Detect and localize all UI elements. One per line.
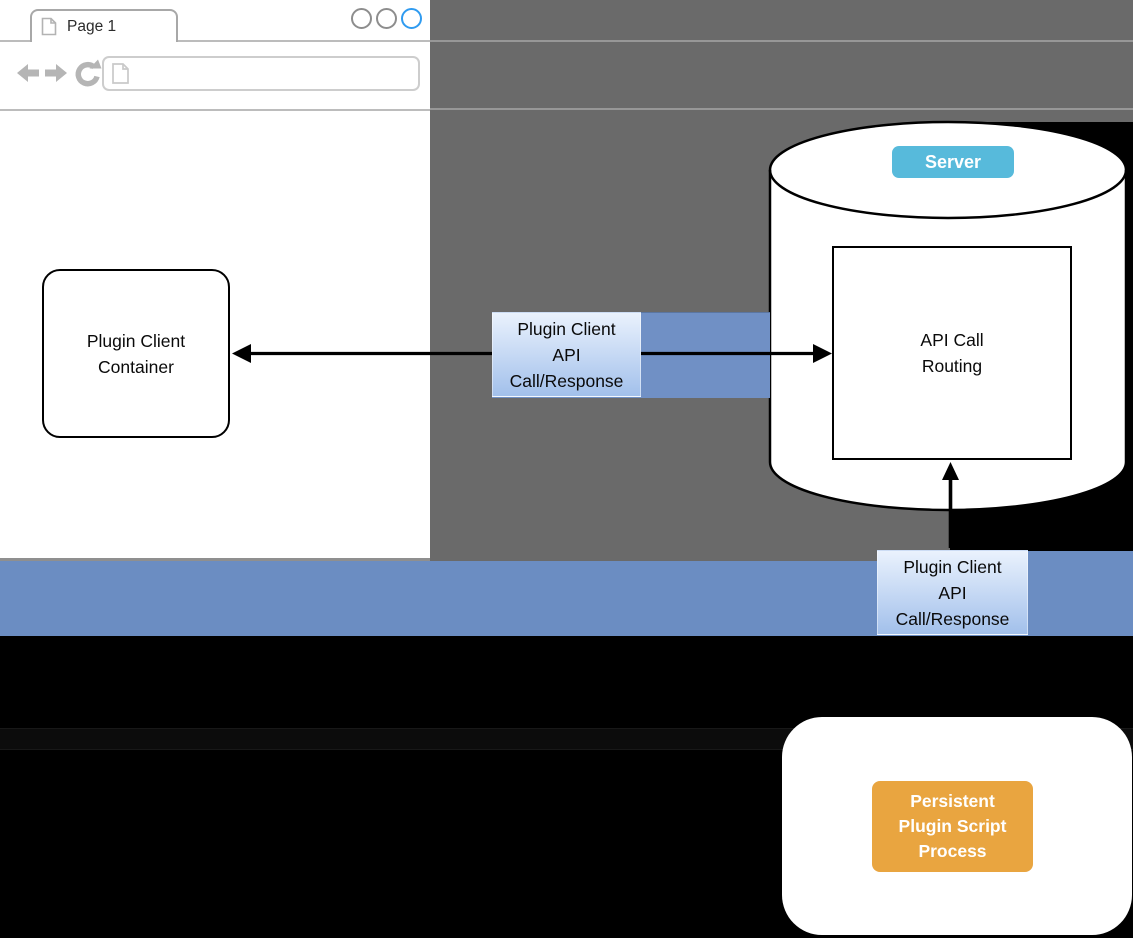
api-bridge-label-bottom: Plugin Client API Call/Response (877, 550, 1028, 635)
window-circle-active[interactable] (401, 8, 422, 29)
url-input[interactable] (130, 57, 418, 90)
persistent-process-label: Persistent Plugin Script Process (898, 791, 1007, 861)
url-bar (102, 56, 420, 91)
reload-icon[interactable] (74, 59, 102, 88)
plugin-client-container-box: Plugin Client Container (42, 269, 230, 438)
tab-bar: Page 1 (0, 0, 430, 42)
forward-icon[interactable] (44, 63, 68, 83)
page-icon (112, 63, 129, 84)
api-bridge-label-top-text: Plugin Client API Call/Response (509, 318, 624, 391)
api-call-routing-label: API Call Routing (920, 330, 984, 376)
server-badge-label: Server (924, 151, 982, 172)
window-circle-2[interactable] (376, 8, 397, 29)
tab-label: Page 1 (67, 17, 117, 35)
back-icon[interactable] (16, 63, 40, 83)
chrome-separator-line (430, 40, 1133, 42)
tab-page-1[interactable]: Page 1 (30, 9, 178, 42)
browser-toolbar (0, 42, 430, 111)
server-badge: Server (892, 146, 1014, 178)
api-call-routing-box: API Call Routing (832, 246, 1072, 460)
api-bridge-label-top: Plugin Client API Call/Response (492, 312, 641, 397)
desktop-gray-top (430, 0, 1133, 122)
persistent-process-box: Persistent Plugin Script Process (872, 781, 1033, 872)
page-icon (41, 17, 57, 36)
chrome-separator-line (430, 108, 1133, 110)
window-circle-1[interactable] (351, 8, 372, 29)
api-bridge-label-bottom-text: Plugin Client API Call/Response (895, 556, 1010, 629)
plugin-client-container-label: Plugin Client Container (86, 330, 186, 377)
